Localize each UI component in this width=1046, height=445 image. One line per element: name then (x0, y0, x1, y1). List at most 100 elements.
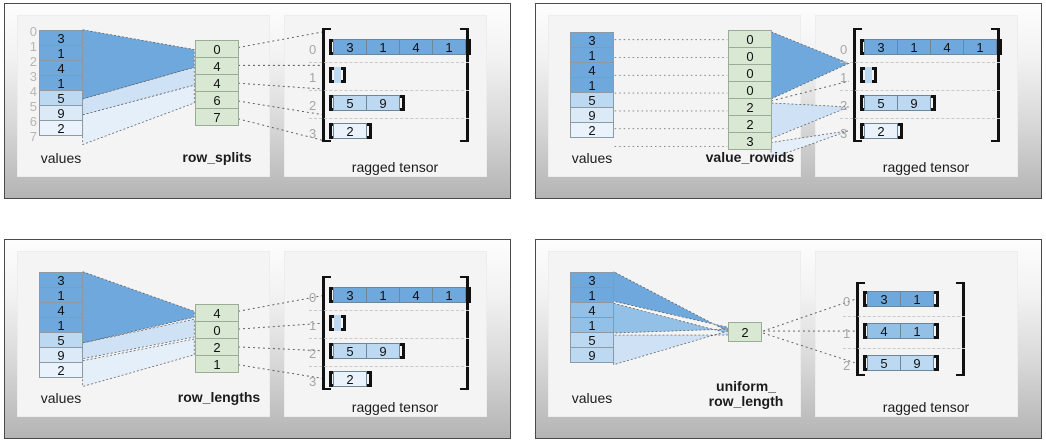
partition-cell: 0 (728, 81, 772, 99)
value-cell: 9 (39, 347, 83, 363)
inner-bracket-right (341, 315, 346, 331)
ragged-row: 5 9 (860, 95, 936, 111)
ragged-caption: ragged tensor (351, 159, 439, 175)
row-index-label: 1 (309, 318, 317, 333)
ragged-cell: 9 (900, 355, 934, 371)
inner-bracket-left (329, 343, 334, 359)
value-cell: 1 (570, 77, 614, 93)
panel-row-splits: 0 1 2 3 4 5 6 7 3 1 4 1 5 9 2 values 0 4… (4, 3, 511, 199)
partition-cell: 0 (195, 40, 239, 58)
values-caption: values (40, 390, 82, 406)
ragged-row: 4 1 (863, 323, 939, 339)
ragged-cell: 3 (864, 39, 898, 55)
encoding-caption: row_splits (182, 149, 252, 165)
inner-bracket-left (860, 123, 865, 139)
panel-row-lengths: 3 1 4 1 5 9 2 values 4 0 2 1 row_lengths… (4, 239, 511, 439)
partition-cell: 3 (728, 132, 772, 150)
index-label: 2 (29, 54, 37, 69)
row-divider (840, 90, 1000, 91)
empty-row-marker (334, 67, 341, 83)
ragged-row: 3 1 4 1 (329, 287, 471, 303)
inner-bracket-right (898, 123, 903, 139)
outer-bracket-left (322, 276, 331, 390)
inner-bracket-right (400, 343, 405, 359)
value-cell: 1 (39, 75, 83, 91)
row-index-label: 3 (840, 126, 848, 141)
ragged-cell: 9 (897, 95, 931, 111)
value-cell: 4 (570, 62, 614, 78)
ragged-row (329, 67, 346, 83)
inner-bracket-left (329, 315, 334, 331)
value-cell: 5 (39, 332, 83, 348)
ragged-cell: 3 (333, 287, 367, 303)
value-cell: 1 (570, 317, 614, 333)
inner-bracket-left (329, 95, 334, 111)
row-divider (309, 310, 469, 311)
encoding-caption: uniform_ row_length (708, 378, 784, 409)
row-divider (840, 118, 1000, 119)
ragged-caption: ragged tensor (882, 399, 970, 415)
index-label: 0 (29, 24, 37, 39)
row-index-label: 0 (843, 294, 851, 309)
inner-bracket-right (934, 291, 939, 307)
ragged-caption: ragged tensor (351, 399, 439, 415)
ragged-cell: 1 (366, 287, 400, 303)
partition-cell: 2 (728, 322, 762, 342)
value-cell: 4 (570, 302, 614, 318)
row-index-label: 1 (840, 70, 848, 85)
values-column: 3 1 4 1 5 9 2 (39, 272, 83, 378)
value-cell: 2 (39, 362, 83, 378)
panel-value-rowids: 3 1 4 1 5 9 2 values 0 0 0 0 2 2 3 value… (535, 3, 1042, 199)
inner-bracket-left (863, 323, 868, 339)
index-label: 4 (29, 84, 37, 99)
ragged-row: 2 (860, 123, 903, 139)
outer-bracket-left (853, 28, 862, 142)
ragged-cell: 1 (900, 323, 934, 339)
value-cell: 2 (570, 122, 614, 138)
partition-cell: 0 (195, 321, 239, 339)
ragged-row (329, 315, 346, 331)
ragged-cell: 2 (864, 123, 898, 139)
partition-column: 0 4 4 6 7 (195, 40, 239, 126)
outer-bracket-right (460, 28, 469, 142)
outer-bracket-right (956, 282, 965, 376)
ragged-cell: 2 (333, 123, 367, 139)
inner-bracket-right (934, 355, 939, 371)
row-divider (309, 90, 469, 91)
ragged-row (860, 67, 877, 83)
inner-bracket-left (329, 67, 334, 83)
partition-cell: 0 (728, 47, 772, 65)
partition-cell: 4 (195, 304, 239, 322)
partition-cell: 0 (728, 30, 772, 48)
inner-bracket-right (367, 123, 372, 139)
ragged-cell: 5 (864, 95, 898, 111)
inner-bracket-right (931, 95, 936, 111)
ragged-cell: 4 (399, 39, 433, 55)
ragged-cell: 3 (333, 39, 367, 55)
inner-bracket-right (934, 323, 939, 339)
row-index-label: 0 (309, 42, 317, 57)
partition-cell: 4 (195, 57, 239, 75)
ragged-cell: 1 (432, 39, 466, 55)
row-index-label: 2 (843, 358, 851, 373)
partition-cell: 0 (728, 64, 772, 82)
empty-row-marker (334, 315, 341, 331)
ragged-cell: 5 (867, 355, 901, 371)
ragged-cell: 9 (366, 95, 400, 111)
outer-bracket-left (322, 28, 331, 142)
empty-row-marker (865, 67, 872, 83)
partition-value: 2 (741, 324, 749, 340)
value-cell: 3 (570, 272, 614, 288)
value-cell: 2 (39, 120, 83, 136)
ragged-cell: 5 (333, 95, 367, 111)
partition-cell: 1 (195, 355, 239, 373)
value-cell: 3 (39, 272, 83, 288)
values-caption: values (571, 150, 613, 166)
ragged-cell: 5 (333, 343, 367, 359)
value-cell: 5 (570, 92, 614, 108)
inner-bracket-left (863, 291, 868, 307)
inner-bracket-left (329, 39, 334, 55)
ragged-cell: 1 (963, 39, 997, 55)
ragged-caption: ragged tensor (882, 159, 970, 175)
index-label: 1 (29, 39, 37, 54)
